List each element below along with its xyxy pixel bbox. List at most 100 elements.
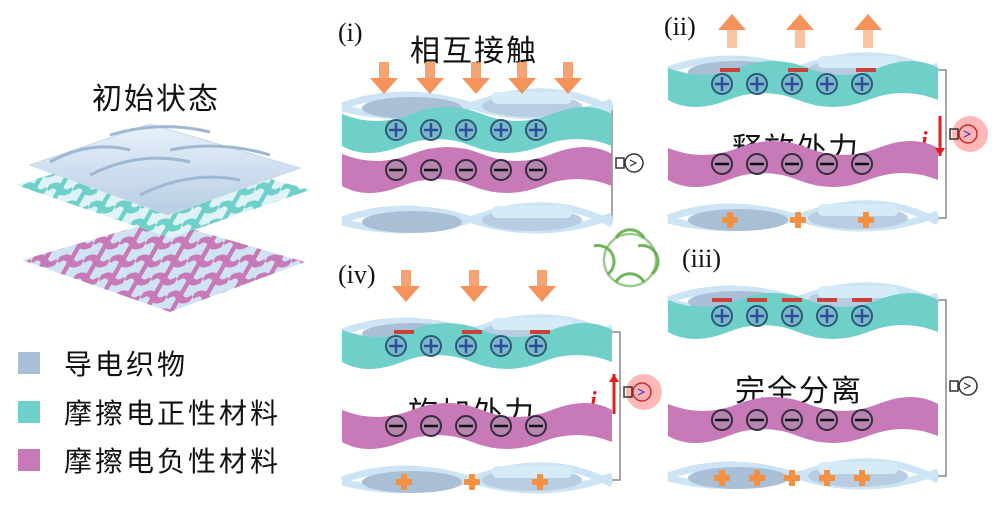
bulb-glass bbox=[958, 124, 978, 144]
negative-ion-icon bbox=[746, 153, 768, 175]
conductive-swatch bbox=[18, 352, 40, 374]
panel-iii-label: (iii) bbox=[682, 244, 721, 273]
legend-label: 摩擦电负性材料 bbox=[64, 445, 282, 478]
panel-i-label: (i) bbox=[338, 18, 363, 47]
positive-ion-icon bbox=[490, 119, 512, 141]
positive-ion-icon bbox=[781, 73, 803, 95]
plus-v bbox=[789, 470, 795, 486]
cycle-arc bbox=[593, 244, 616, 276]
positive-charge-plus bbox=[722, 212, 738, 228]
plus-v bbox=[727, 212, 733, 228]
circuit-wire bbox=[938, 299, 947, 477]
bulb-icon bbox=[949, 376, 978, 396]
force-arrow-down-icon bbox=[460, 270, 488, 302]
fabric-pad-top bbox=[818, 56, 898, 68]
initial-fabric-illustration bbox=[16, 123, 310, 312]
bulb-base bbox=[949, 380, 959, 392]
current-arrow-down-icon bbox=[935, 116, 945, 156]
arrow-shaft bbox=[795, 28, 805, 48]
fabric-pad bbox=[688, 467, 788, 489]
positive-charge-plus bbox=[858, 212, 874, 228]
positive-charge-plus bbox=[532, 474, 548, 490]
legend-label: 摩擦电正性材料 bbox=[64, 397, 282, 430]
negative-charge-dash bbox=[788, 68, 808, 72]
fabric-pad-top bbox=[818, 286, 898, 298]
fabric-pad-top bbox=[818, 462, 898, 474]
arrow-shaft bbox=[401, 270, 411, 288]
bottom-conductive-fabric bbox=[666, 458, 940, 490]
legend-item-positive: 摩擦电正性材料 bbox=[18, 392, 281, 432]
arrow-head bbox=[854, 14, 882, 30]
positive-ion-icon bbox=[816, 73, 838, 95]
arrow-shaft bbox=[425, 62, 435, 80]
fabric-pad bbox=[362, 211, 462, 233]
negative-ion-icon bbox=[711, 409, 733, 431]
legend-item-conductive: 导电织物 bbox=[18, 343, 188, 383]
arrow-head bbox=[508, 78, 536, 94]
bulb-filament bbox=[963, 382, 972, 390]
current-head bbox=[935, 148, 945, 156]
positive-charge-plus bbox=[714, 470, 730, 486]
current-arrow-up-icon bbox=[609, 374, 619, 414]
panel-iv-label: (iv) bbox=[338, 260, 376, 289]
bulb-glass bbox=[958, 376, 978, 396]
top-conductive-fabric bbox=[340, 88, 614, 120]
positive-charge-plus bbox=[819, 470, 835, 486]
bulb-glass bbox=[624, 153, 644, 173]
current-label-iv: i bbox=[590, 388, 597, 414]
legend-label: 导电织物 bbox=[64, 348, 189, 381]
positive-ion-icon bbox=[490, 335, 512, 357]
force-arrow-up-icon bbox=[854, 14, 882, 48]
negative-ion-icon bbox=[781, 153, 803, 175]
bulb-base bbox=[615, 157, 625, 169]
negative-ion-icon bbox=[746, 409, 768, 431]
circuit-wire bbox=[612, 331, 621, 481]
positive-ion-icon bbox=[525, 335, 547, 357]
plus-v bbox=[401, 474, 407, 490]
bulb-filament bbox=[963, 130, 972, 138]
plus-v bbox=[719, 470, 725, 486]
positive-ion-icon bbox=[420, 335, 442, 357]
negative-ion-icon bbox=[420, 159, 442, 181]
positive-ion-icon bbox=[455, 335, 477, 357]
cycle-arrows-icon bbox=[593, 228, 660, 288]
positive-swatch bbox=[18, 401, 40, 423]
arrow-head bbox=[786, 14, 814, 30]
plus-v bbox=[863, 212, 869, 228]
fabric-pad-top bbox=[818, 204, 898, 216]
positive-ion-icon bbox=[455, 119, 477, 141]
force-arrow-down-icon bbox=[528, 270, 556, 302]
plus-v bbox=[859, 470, 865, 486]
bulb-lit-icon bbox=[623, 374, 662, 410]
negative-ion-icon bbox=[525, 159, 547, 181]
positive-ion-icon bbox=[781, 305, 803, 327]
initial-state-title: 初始状态 bbox=[92, 82, 220, 117]
positive-charge-plus bbox=[784, 470, 800, 486]
positive-ion-icon bbox=[851, 73, 873, 95]
force-arrow-down-icon bbox=[508, 62, 536, 94]
arrow-head bbox=[370, 78, 398, 94]
fabric-pad-top bbox=[492, 466, 572, 478]
positive-ion-icon bbox=[385, 119, 407, 141]
fabric-pad-top bbox=[492, 92, 572, 104]
circuit-wire bbox=[938, 69, 947, 219]
bulb-filament bbox=[637, 388, 646, 396]
negative-swatch bbox=[18, 449, 40, 471]
arrow-shaft bbox=[471, 62, 481, 80]
arrow-head bbox=[554, 78, 582, 94]
bulb-glass bbox=[632, 382, 652, 402]
fabric-pad-top bbox=[492, 318, 572, 330]
positive-ion-icon bbox=[385, 335, 407, 357]
panel-ii-label: (ii) bbox=[664, 12, 696, 41]
force-arrow-down-icon bbox=[392, 270, 420, 302]
negative-ion-icon bbox=[711, 153, 733, 175]
arrow-shaft bbox=[469, 270, 479, 288]
arrow-shaft bbox=[863, 28, 873, 48]
force-arrow-up-icon bbox=[718, 14, 746, 48]
plus-v bbox=[469, 474, 475, 490]
arrow-shaft bbox=[563, 62, 573, 80]
negative-charge-dash bbox=[856, 68, 876, 72]
arrow-shaft bbox=[727, 28, 737, 48]
negative-charge-dash bbox=[394, 330, 414, 334]
